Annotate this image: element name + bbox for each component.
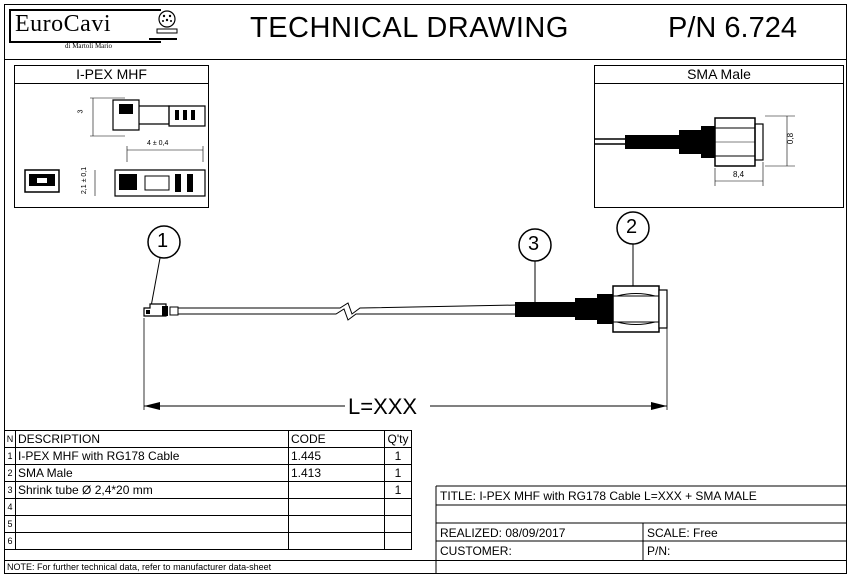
title-block-realized: REALIZED: 08/09/2017 bbox=[440, 526, 566, 540]
callout-1-label: 1 bbox=[157, 230, 169, 252]
bom-row: 1 I-PEX MHF with RG178 Cable 1.445 1 bbox=[4, 447, 412, 465]
ipex-connector-drawing bbox=[24, 97, 206, 197]
bill-of-materials: N DESCRIPTION CODE Q'ty 1 I-PEX MHF with… bbox=[4, 430, 412, 550]
datasheet-note: NOTE: For further technical data, refer … bbox=[7, 562, 272, 572]
callout-1-circle bbox=[147, 225, 181, 259]
title-block-scale: SCALE: Free bbox=[647, 526, 718, 540]
note-divider bbox=[4, 560, 847, 561]
shrink-tube bbox=[515, 302, 575, 317]
header-divider bbox=[4, 59, 847, 60]
bom-header-code: CODE bbox=[288, 430, 385, 448]
logo-subtitle: di Martoli Mario bbox=[65, 42, 113, 50]
drawing-frame bbox=[4, 4, 847, 574]
page-title: TECHNICAL DRAWING bbox=[250, 12, 569, 44]
logo-name: EuroCavi bbox=[15, 11, 111, 37]
bom-row: 5 bbox=[4, 515, 412, 533]
ipex-panel-title: I-PEX MHF bbox=[15, 66, 208, 84]
logo-emblem-icon bbox=[149, 10, 178, 40]
callout-2-label: 2 bbox=[626, 216, 638, 238]
bom-cell-description: I-PEX MHF with RG178 Cable bbox=[15, 447, 289, 465]
length-label: L=XXX bbox=[348, 394, 418, 419]
sma-dim-width: 8,4 bbox=[733, 170, 745, 179]
sma-connector-drawing bbox=[595, 115, 795, 186]
bom-header-row: N DESCRIPTION CODE Q'ty bbox=[4, 430, 412, 448]
cable-bottom-edge bbox=[178, 308, 518, 321]
bom-row: 4 bbox=[4, 498, 412, 516]
bom-row: 6 bbox=[4, 532, 412, 550]
bom-row: 3 Shrink tube Ø 2,4*20 mm 1 bbox=[4, 481, 412, 499]
sma-detail-panel: SMA Male 8,4 0,8 bbox=[594, 65, 844, 208]
eurocavi-logo: EuroCavi di Martoli Mario bbox=[9, 9, 179, 51]
ipex-detail-panel: I-PEX MHF 3 4 ± 0,4 2,1 ± 0,1 bbox=[14, 65, 209, 208]
title-block-pn: P/N: bbox=[647, 544, 671, 558]
bom-cell-qty bbox=[384, 532, 412, 550]
part-number: P/N 6.724 bbox=[668, 12, 797, 44]
title-block-title: TITLE: I-PEX MHF with RG178 Cable L=XXX … bbox=[440, 489, 757, 503]
ipex-dim-width: 4 ± 0,4 bbox=[147, 140, 169, 147]
bom-header-qty: Q'ty bbox=[384, 430, 412, 448]
cable-top-edge bbox=[178, 302, 519, 315]
bom-row: 2 SMA Male 1.413 1 bbox=[4, 464, 412, 482]
logo-border bbox=[9, 9, 161, 43]
callout-3-label: 3 bbox=[528, 233, 540, 255]
title-block-customer: CUSTOMER: bbox=[440, 544, 512, 558]
sma-panel-title: SMA Male bbox=[595, 66, 843, 84]
